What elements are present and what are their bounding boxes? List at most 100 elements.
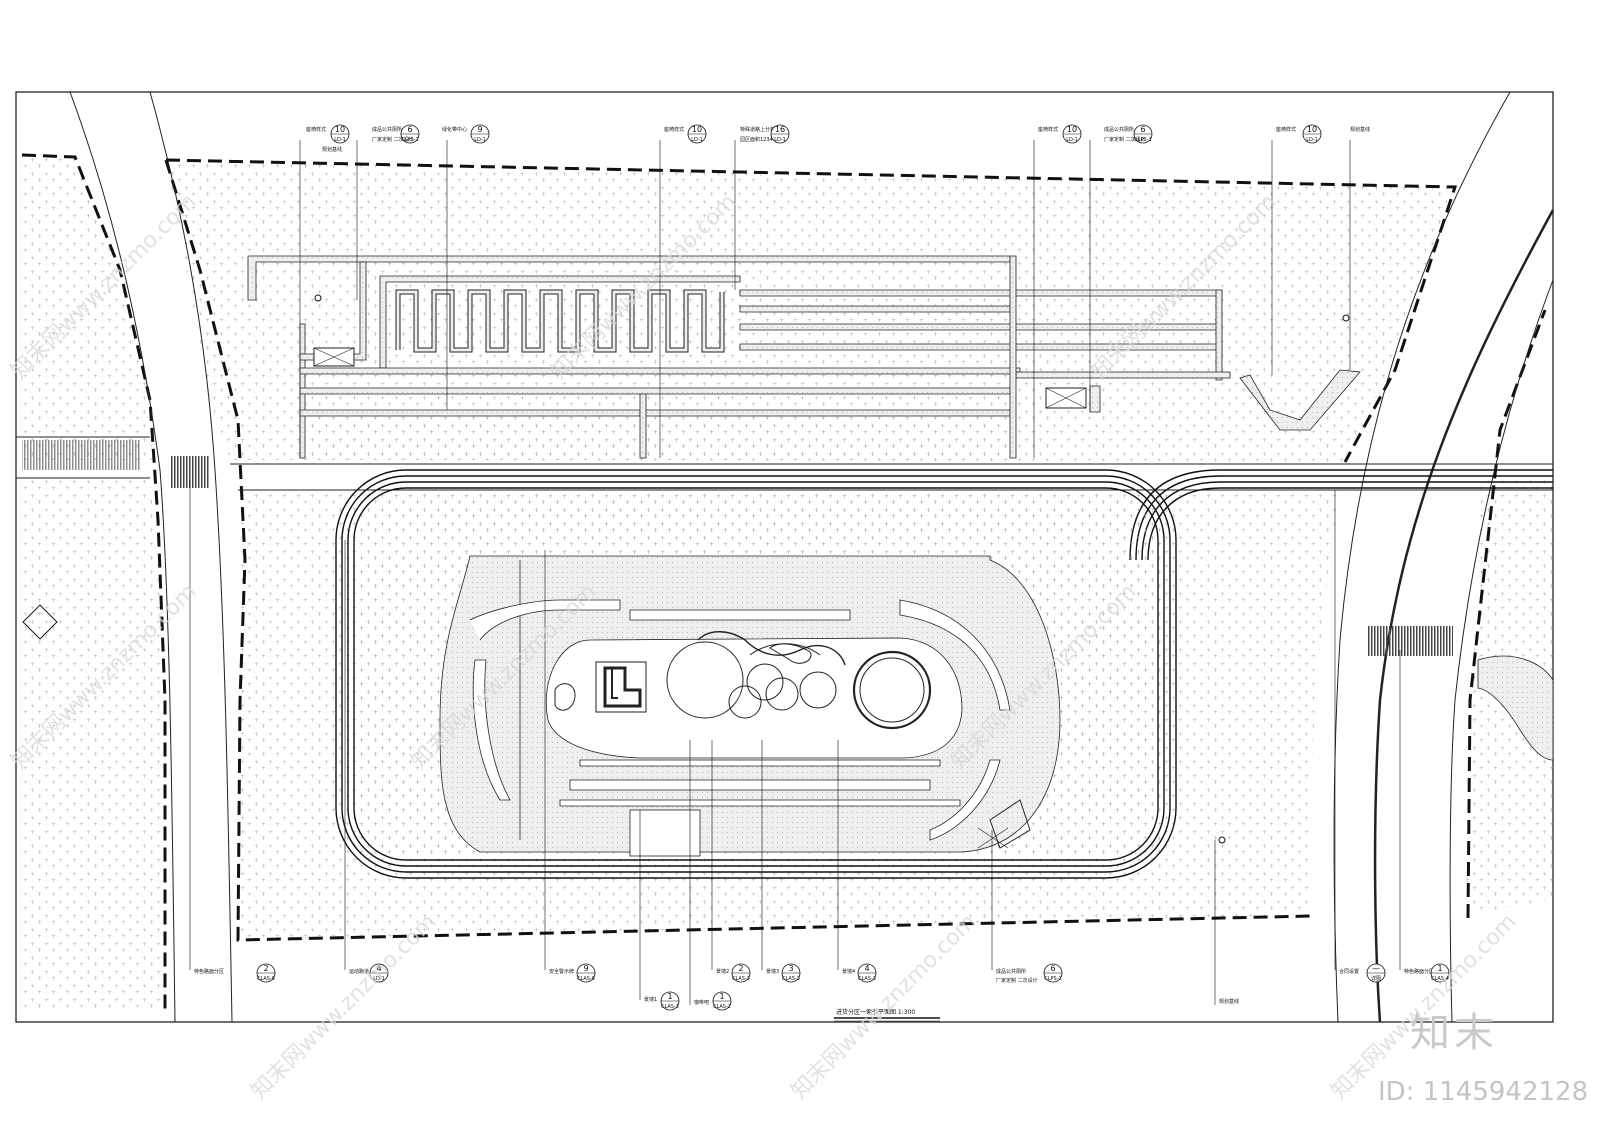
callout-bottom-2: 运动跑道 4 LD-1 [349, 963, 389, 983]
survey-marker [314, 294, 322, 302]
callout-sheet: CLPS-1 [401, 137, 418, 143]
callout-top-1: 座椅样式 10 LD-1 规划基线 [306, 124, 350, 153]
callout-sheet: 详图 [1371, 975, 1381, 982]
callout-sheet: CLAS-2 [713, 1004, 731, 1010]
callout-label: 绿化带中心 [442, 126, 467, 133]
callout-label: 咖啡吧 [694, 999, 709, 1006]
diamond-marker [22, 604, 58, 640]
callout-sheet: CLAS-4 [1431, 976, 1449, 982]
drawing-title-block: 进货分区一索引平面图 1:300 [834, 1008, 940, 1022]
callout-sheet: LD-1 [691, 137, 703, 143]
callout-number: 9 [583, 964, 588, 973]
callout-note: 厂家定制 二次设计 [1104, 136, 1146, 143]
callout-number: 4 [864, 964, 869, 973]
callout-label: 特色路面分区 [1404, 968, 1434, 975]
callout-bottom-10: 合同设置 — 详图 [1339, 963, 1386, 983]
callout-number: — [1372, 964, 1380, 973]
callout-bottom-9: 成品公共厕所 6 CLPS-1 厂家定制 二次设计 [996, 963, 1063, 984]
callout-sheet: LD-1 [774, 137, 786, 143]
callout-note: 厂家定制 二次设计 [996, 977, 1038, 984]
callout-number: 6 [1050, 964, 1055, 973]
callout-number: 1 [667, 992, 672, 1001]
callout-note: 规划基线 [1350, 126, 1370, 133]
callout-label: 成品公共厕所 [996, 968, 1026, 975]
roads [16, 91, 1555, 1023]
callout-label: 景墙1 [644, 996, 657, 1003]
callout-number: 16 [775, 125, 785, 134]
callout-number: 1 [1437, 964, 1442, 973]
callout-sheet: CLAS-3 [661, 1004, 679, 1010]
callout-sheet: LD-1 [474, 137, 486, 143]
callout-label: 景墙3 [766, 968, 779, 975]
callout-sheet: CLPS-1 [1044, 976, 1061, 982]
callout-bottom-3: 安全警示牌 9 CLAS-6 [549, 963, 596, 983]
callout-label: 座椅样式 [664, 126, 684, 133]
callout-label: 景墙2 [716, 968, 729, 975]
callout-label: 合同设置 [1339, 968, 1359, 975]
callout-note: 厂家定制 二次设计 [372, 136, 414, 143]
callout-number: 10 [1307, 125, 1317, 134]
central-garden [439, 555, 1061, 857]
garden-features [554, 631, 1031, 849]
callout-bottom-8: 景墙4 4 CLAS-3 [842, 963, 877, 983]
north-plaza-left [305, 416, 640, 460]
callout-leaders [189, 140, 1401, 1005]
callout-number: 6 [407, 125, 412, 134]
callout-bottom-1: 特色路面分区 2 CLAS-6 [194, 963, 276, 983]
crosswalk-left [22, 440, 140, 470]
survey-marker [1218, 836, 1226, 844]
callout-sheet: LD-1 [334, 137, 346, 143]
callout-top-6: 座椅样式 10 LD-1 [1038, 124, 1082, 144]
callout-number: 6 [1140, 125, 1145, 134]
callout-label: 成品公共厕所 [1104, 126, 1134, 133]
callout-number: 3 [788, 964, 793, 973]
callout-sheet: CLAS-3 [732, 976, 750, 982]
callout-top-3: 绿化带中心 9 LD-1 [442, 124, 490, 144]
callout-top-8: 座椅样式 10 LD-1 规划基线 [1276, 124, 1370, 144]
callout-label: 特色路面分区 [194, 968, 224, 975]
callout-note: 规划基线 [322, 146, 342, 153]
callout-number: 10 [692, 125, 702, 134]
callout-label: 安全警示牌 [549, 968, 574, 975]
callout-top-5: 特殊道路上分析 16 LD-1 园区面积1234 [740, 124, 790, 144]
callout-note: 园区面积1234 [740, 136, 773, 143]
watermark-text: 知末网www.znzmo.com [787, 909, 982, 1104]
callout-bottom-7: 景墙3 3 CLAS-3 [766, 963, 801, 983]
image-id-label: ID: 1145942128 [1378, 1077, 1589, 1107]
crosswalk-road-right [1368, 626, 1453, 656]
callout-top-4: 座椅样式 10 LD-1 [664, 124, 707, 144]
callout-sheet: CLPS-1 [1134, 137, 1151, 143]
east-spiral-path [1477, 655, 1554, 761]
callout-top-7: 成品公共厕所 6 CLPS-1 厂家定制 二次设计 [1104, 124, 1153, 144]
callout-bottom-5: 咖啡吧 1 CLAS-2 [694, 991, 732, 1011]
callout-number: 4 [376, 964, 381, 973]
callout-sheet: CLAS-6 [257, 976, 275, 982]
callout-number: 2 [263, 964, 268, 973]
callout-label: 座椅样式 [306, 126, 326, 133]
baseline-note: 规划基线 [1219, 998, 1239, 1005]
callout-number: 1 [719, 992, 724, 1001]
callout-sheet: LD-1 [1306, 137, 1318, 143]
callout-number: 2 [738, 964, 743, 973]
callout-number: 10 [335, 125, 345, 134]
survey-marker [1342, 314, 1350, 322]
callout-number: 10 [1067, 125, 1077, 134]
north-plaza-right [646, 416, 1010, 460]
callout-sheet: CLAS-6 [577, 976, 595, 982]
callout-label: 座椅样式 [1038, 126, 1058, 133]
callout-top-2: 成品公共厕所 6 CLPS-1 厂家定制 二次设计 [372, 124, 420, 144]
callout-label: 运动跑道 [349, 968, 369, 975]
callout-label: 特殊道路上分析 [740, 126, 775, 133]
callout-label: 座椅样式 [1276, 126, 1296, 133]
callout-bottom-4: 景墙1 1 CLAS-3 [644, 991, 680, 1011]
north-meander-pattern-fill [396, 290, 724, 352]
callout-number: 9 [477, 125, 482, 134]
callout-sheet: CLAS-3 [858, 976, 876, 982]
callout-bottom-6: 景墙2 2 CLAS-3 [716, 963, 751, 983]
callout-sheet: LD-1 [1066, 137, 1078, 143]
callout-sheet: LD-1 [373, 976, 385, 982]
brand-logo: 知末 [1410, 1010, 1498, 1056]
drawing-title: 进货分区一索引平面图 1:300 [836, 1008, 915, 1016]
callout-label: 景墙4 [842, 968, 855, 975]
